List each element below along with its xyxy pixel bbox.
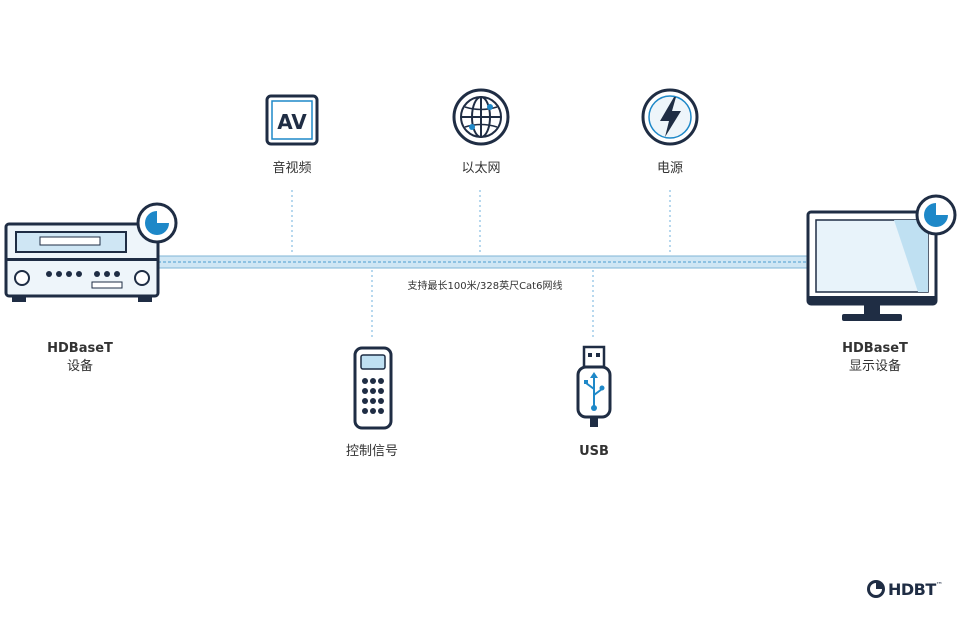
- hdbaset-source-device-icon: [4, 222, 164, 304]
- ethernet-globe-icon: [451, 87, 511, 147]
- hdbt-logo-icon: [867, 580, 885, 598]
- hdbaset-display-monitor-icon: [806, 210, 940, 326]
- power-lightning-icon: [640, 87, 700, 147]
- hdbt-logo-text: HDBT: [888, 579, 936, 599]
- remote-control-icon: [352, 345, 394, 431]
- av-label: 音视频: [272, 161, 312, 176]
- power-label: 电源: [656, 161, 683, 176]
- ethernet-label: 以太网: [461, 161, 501, 176]
- cat6-cable: [157, 255, 809, 269]
- cable-spec-label: 支持最长100米/328英尺Cat6网线: [407, 281, 563, 292]
- hdbt-trademark: ™: [935, 581, 943, 589]
- source-device-subtitle: 设备: [66, 359, 93, 374]
- hdbaset-badge-icon: [136, 202, 178, 244]
- control-signal-label: 控制信号: [345, 444, 398, 459]
- usb-stick-icon: [574, 345, 614, 429]
- display-device-title: HDBaseT: [842, 341, 908, 356]
- hdbaset-badge-icon: [915, 194, 957, 236]
- display-device-subtitle: 显示设备: [848, 359, 901, 374]
- av-badge-text: AV: [277, 110, 307, 134]
- av-icon: AV: [264, 93, 320, 147]
- source-device-title: HDBaseT: [47, 341, 113, 356]
- usb-label: USB: [579, 444, 609, 459]
- hdbt-logo: HDBT ™: [866, 578, 943, 600]
